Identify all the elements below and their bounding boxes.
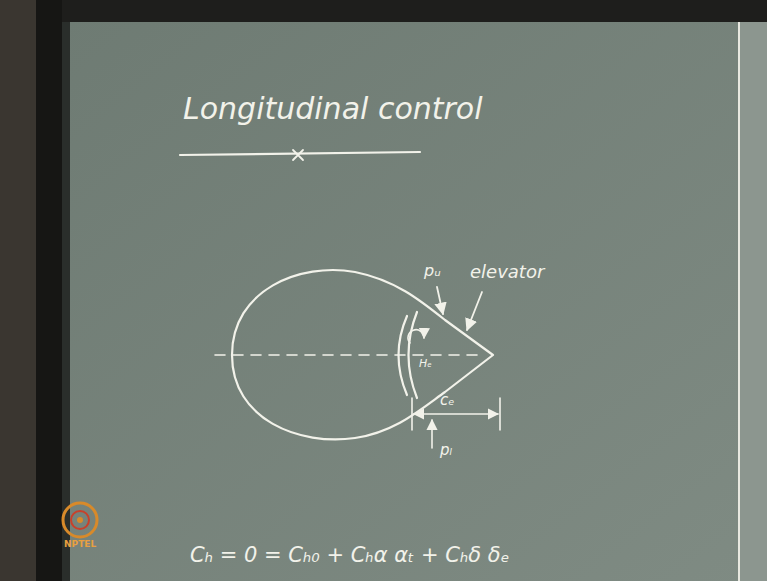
pressure-arrow xyxy=(431,420,433,448)
equation: Cₕ = 0 = Cₕ₀ + Cₕα αₜ + Cₕδ δₑ xyxy=(190,544,509,567)
board-divider xyxy=(738,22,740,581)
pressure-label: pᵤ xyxy=(424,262,441,280)
underline-mark xyxy=(293,150,303,160)
frame-lip xyxy=(62,22,70,581)
leader-arrow xyxy=(467,292,482,330)
dimension-label: cₑ xyxy=(440,392,455,409)
chord-line xyxy=(215,354,485,356)
nptel-logo xyxy=(63,503,97,537)
board-frame-top xyxy=(0,0,767,22)
pressure-label: pₗ xyxy=(440,442,452,459)
pressure-arrow xyxy=(437,287,443,314)
hinge-moment-arrow xyxy=(408,330,424,343)
next-board xyxy=(740,22,767,581)
wall-edge xyxy=(0,0,36,581)
dimension-line xyxy=(414,413,498,415)
logo-text: NPTEL xyxy=(64,540,96,550)
hinge-moment-label: Hₑ xyxy=(419,358,432,370)
board-frame-left xyxy=(0,0,62,581)
part-name: elevator xyxy=(470,262,544,282)
dimension-tick xyxy=(412,398,500,430)
board-title: Longitudinal control xyxy=(183,92,483,125)
